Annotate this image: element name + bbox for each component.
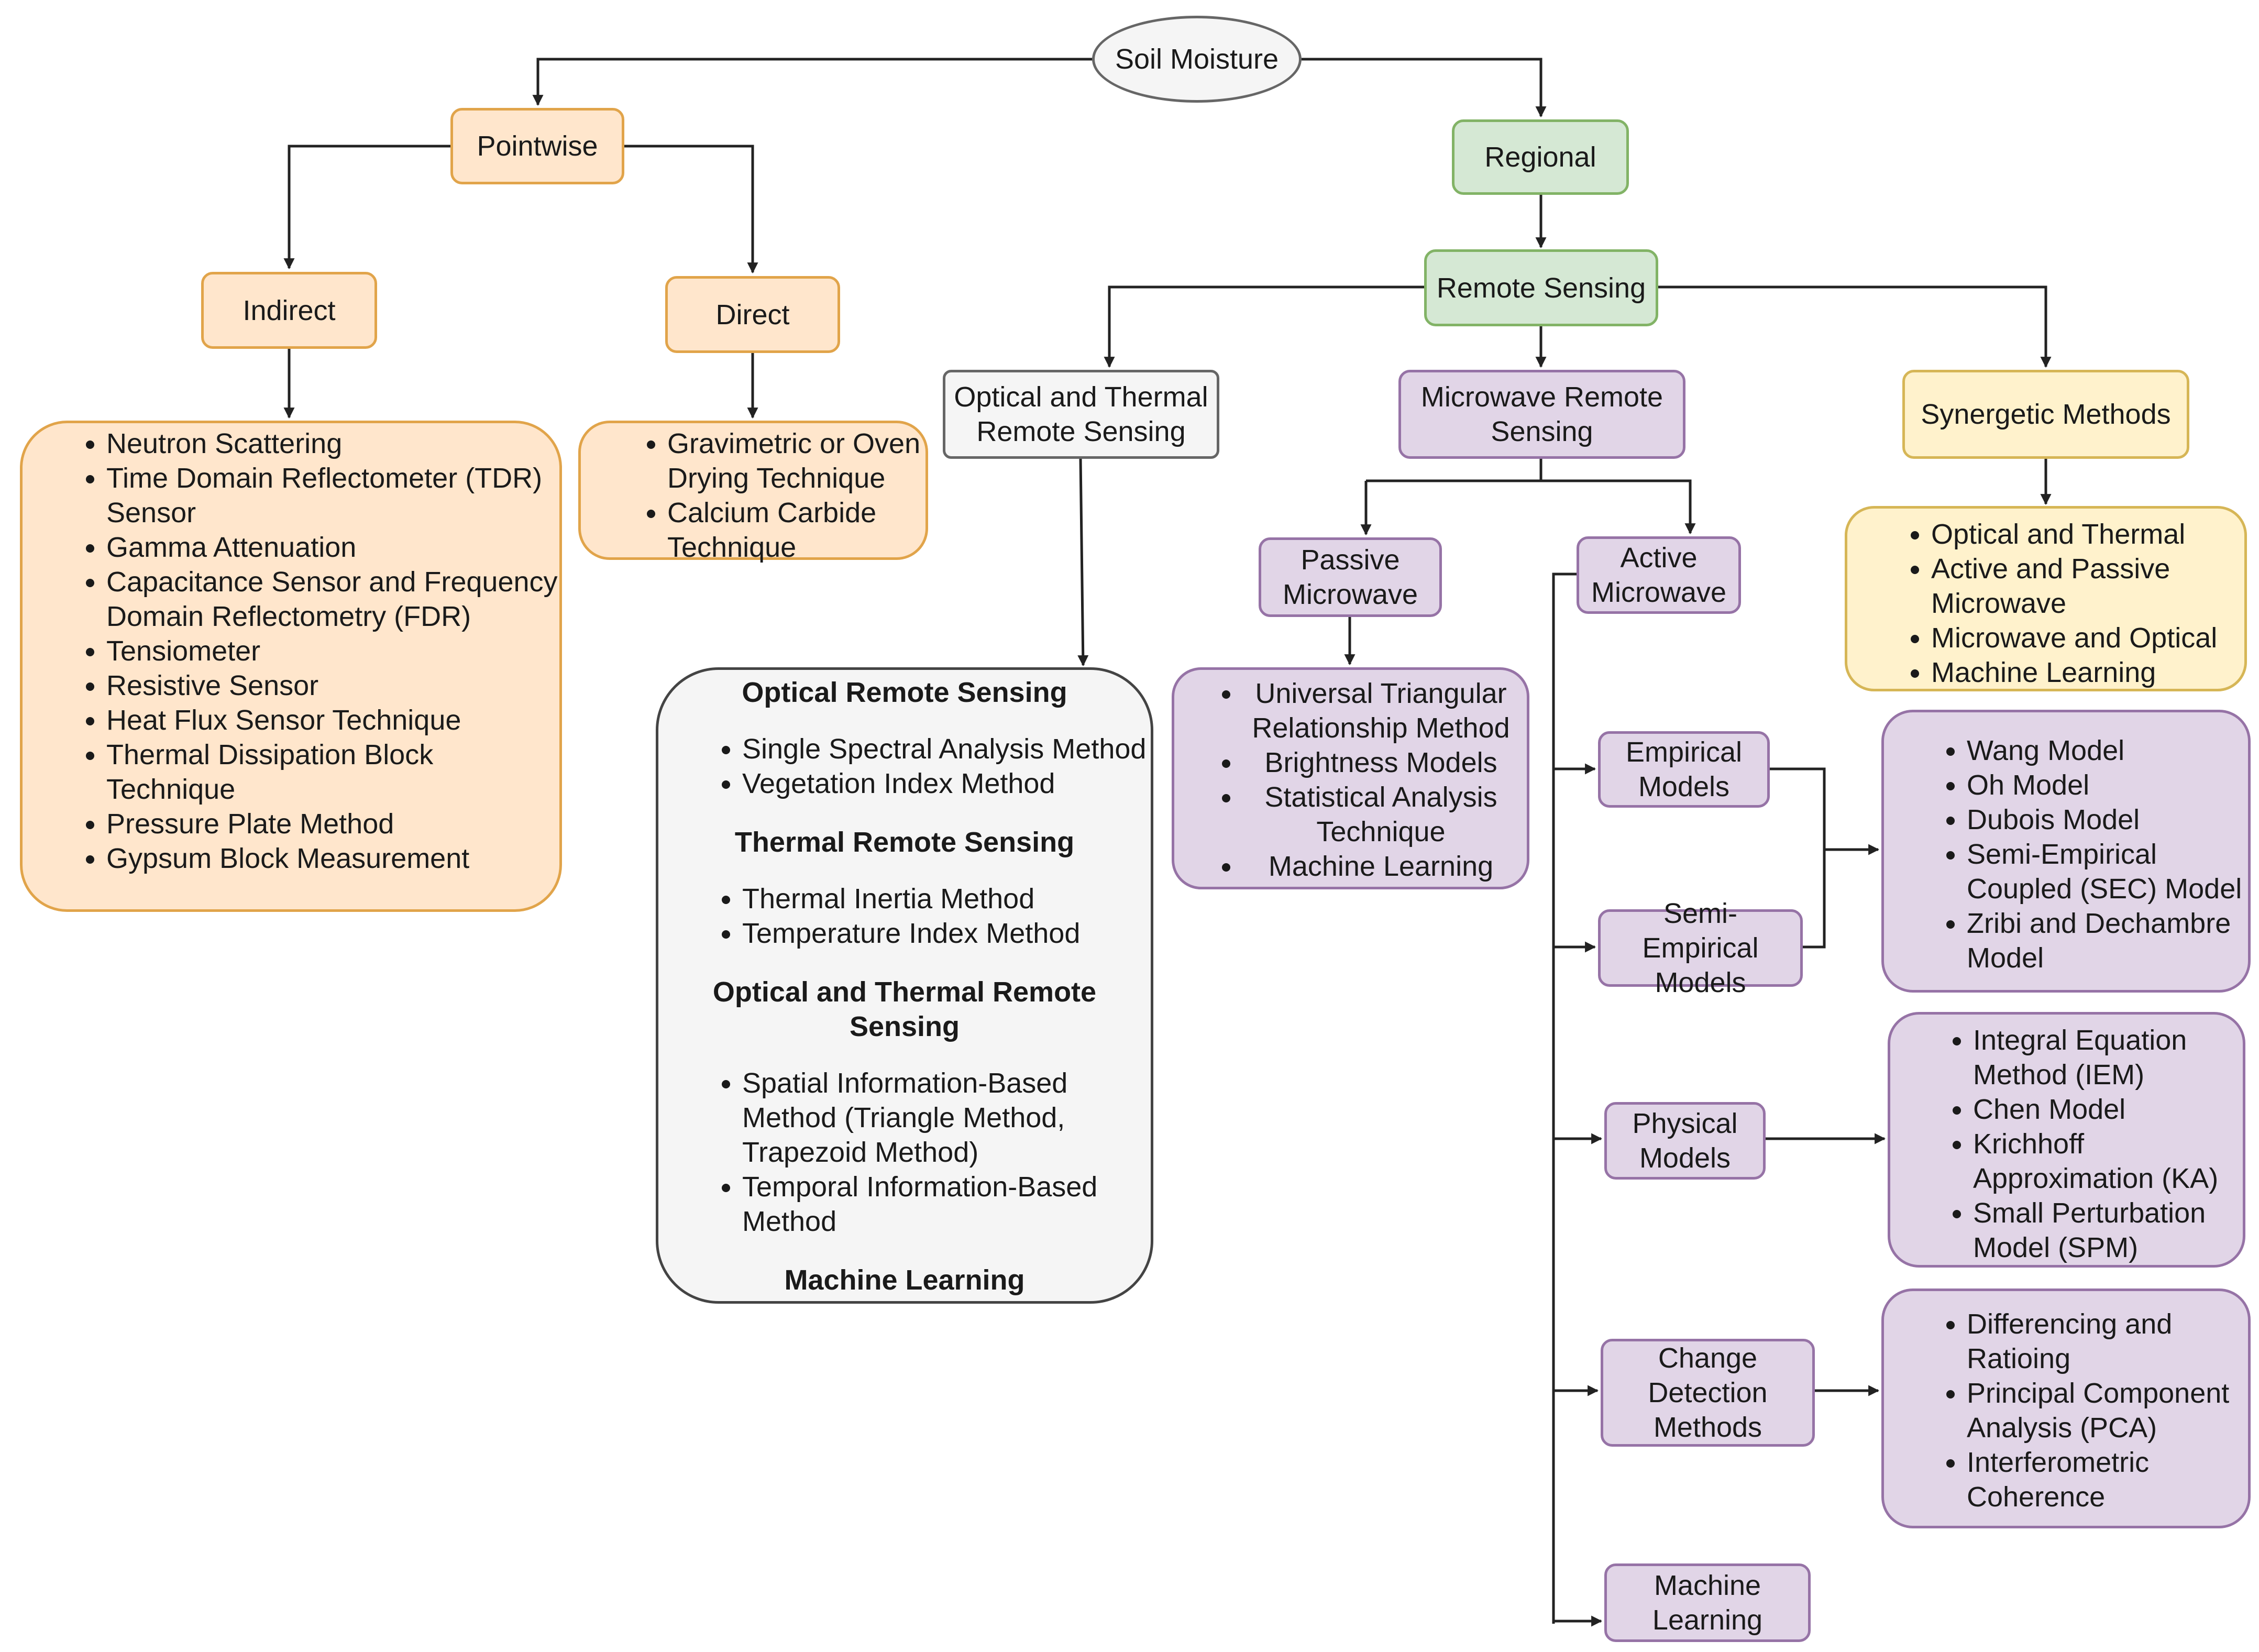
passive-methods-list: Universal Triangular Relationship Method… <box>1172 667 1529 889</box>
optical-thermal-node: Optical and Thermal Remote Sensing <box>943 370 1219 459</box>
list-item: Active and Passive Microwave <box>1931 552 2244 621</box>
active-machine-learning-node: Machine Learning <box>1604 1563 1811 1642</box>
empirical-methods-list: Wang Model Oh Model Dubois Model Semi-Em… <box>1881 710 2251 993</box>
physical-models-node: Physical Models <box>1604 1102 1766 1180</box>
list-item: Gamma Attenuation <box>106 530 559 565</box>
list-item: Semi-Empirical Coupled (SEC) Model <box>1967 837 2248 906</box>
edge-root-pointwise <box>532 58 1092 106</box>
list-item: Thermal Inertia Method <box>742 882 1151 916</box>
active-microwave-node: Active Microwave <box>1577 536 1741 614</box>
list-item: Machine Learning <box>1242 849 1519 884</box>
list-item: Wang Model <box>1967 733 2248 768</box>
edge-pointwise-direct <box>624 145 758 274</box>
list-item: Thermal Dissipation Block Technique <box>106 737 559 807</box>
empirical-models-node: Empirical Models <box>1598 731 1770 808</box>
synergetic-methods-list: Optical and Thermal Active and Passive M… <box>1845 506 2247 691</box>
list-item: Universal Triangular Relationship Method <box>1242 676 1519 745</box>
direct-node: Direct <box>665 276 840 353</box>
list-item: Integral Equation Method (IEM) <box>1973 1023 2243 1092</box>
passive-microwave-node: Passive Microwave <box>1259 537 1442 617</box>
list-item: Oh Model <box>1967 768 2248 802</box>
list-item: Optical and Thermal <box>1931 517 2244 552</box>
root-node: Soil Moisture <box>1092 16 1302 103</box>
edge-remote-optical <box>1104 285 1424 368</box>
change-detection-methods-list: Differencing and Ratioing Principal Comp… <box>1881 1288 2251 1528</box>
list-item: Vegetation Index Method <box>742 766 1151 801</box>
list-item: Neutron Scattering <box>106 426 559 461</box>
direct-methods-list: Gravimetric or Oven Drying Technique Cal… <box>578 421 928 563</box>
edge-remote-synergetic <box>1658 285 2052 368</box>
list-item: Machine Learning <box>1931 655 2244 690</box>
list-item: Tensiometer <box>106 634 559 668</box>
microwave-node: Microwave Remote Sensing <box>1398 370 1685 459</box>
list-item: Pressure Plate Method <box>106 807 559 841</box>
edge-pointwise-indirect <box>283 145 450 270</box>
list-item: Single Spectral Analysis Method <box>742 732 1151 766</box>
list-item: Temporal Information-Based Method <box>742 1170 1130 1239</box>
list-item: Statistical Analysis Technique <box>1242 780 1519 849</box>
list-item: Temperature Index Method <box>742 916 1151 951</box>
list-item: Gypsum Block Measurement <box>106 841 559 876</box>
edge-microwave-active <box>1366 479 1696 535</box>
semi-empirical-models-node: Semi-Empirical Models <box>1598 898 1803 998</box>
section-heading: Thermal Remote Sensing <box>734 827 1075 858</box>
list-item: Gravimetric or Oven Drying Technique <box>667 426 925 495</box>
edge-optical-list <box>1077 458 1089 667</box>
physical-methods-list: Integral Equation Method (IEM) Chen Mode… <box>1888 1012 2245 1268</box>
pointwise-node: Pointwise <box>450 108 624 184</box>
list-item: Dubois Model <box>1967 802 2248 837</box>
list-item: Spatial Information-Based Method (Triang… <box>742 1066 1130 1170</box>
section-heading: Optical Remote Sensing <box>742 677 1067 708</box>
indirect-methods-list: Neutron Scattering Time Domain Reflectom… <box>20 421 562 912</box>
list-item: Calcium Carbide Technique <box>667 495 925 565</box>
list-item: Chen Model <box>1973 1092 2243 1127</box>
list-item: Microwave and Optical <box>1931 621 2244 655</box>
regional-node: Regional <box>1452 119 1629 195</box>
list-item: Heat Flux Sensor Technique <box>106 703 559 737</box>
list-item: Interferometric Coherence <box>1967 1445 2248 1514</box>
list-item: Small Perturbation Model (SPM) <box>1973 1196 2243 1265</box>
synergetic-node: Synergetic Methods <box>1902 370 2189 459</box>
edge-empirical-join <box>1770 767 1826 949</box>
list-item: Krichhoff Approximation (KA) <box>1973 1127 2243 1196</box>
optical-thermal-methods-list: Optical Remote Sensing Single Spectral A… <box>656 667 1153 1304</box>
list-item: Zribi and Dechambre Model <box>1967 906 2248 975</box>
edge-active-trunk <box>1552 572 1577 1624</box>
list-item: Principal Component Analysis (PCA) <box>1967 1376 2248 1445</box>
section-heading: Optical and Thermal Remote Sensing <box>712 976 1097 1042</box>
list-item: Differencing and Ratioing <box>1967 1307 2248 1376</box>
remote-sensing-node: Remote Sensing <box>1424 249 1658 326</box>
list-item: Time Domain Reflectometer (TDR) Sensor <box>106 461 559 530</box>
edge-root-regional <box>1302 58 1547 118</box>
section-heading: Machine Learning <box>784 1264 1025 1296</box>
change-detection-node: Change Detection Methods <box>1601 1339 1815 1447</box>
list-item: Resistive Sensor <box>106 668 559 703</box>
list-item: Capacitance Sensor and Frequency Domain … <box>106 565 559 634</box>
list-item: Brightness Models <box>1242 745 1519 780</box>
indirect-node: Indirect <box>201 272 377 349</box>
